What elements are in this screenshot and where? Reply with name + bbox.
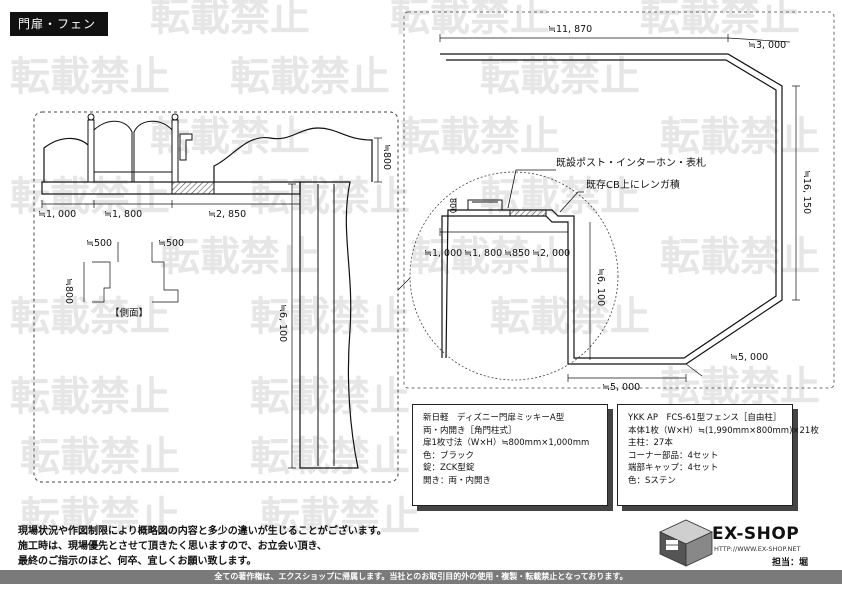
dim-label: ≒1, 800	[464, 248, 502, 259]
watermark-text: 転載禁止	[260, 494, 420, 540]
spec-line: 本体1枚（W×H）≒(1,990mm×800mm)×21枚	[628, 425, 819, 436]
elevation-labels: ≒1, 000 ≒1, 800 ≒2, 850 ≒800 ≒6, 100 ≒50…	[38, 144, 392, 342]
note-line: 最終のご指示のほど、何卒、宜しくお願い致します。	[18, 556, 257, 567]
spec-line: 両・内開き［角門柱式］	[423, 425, 517, 436]
gate-spec-box: 新日軽 ディズニー門扉ミッキーA型 両・内開き［角門柱式］ 扉1枚寸法（W×H）…	[412, 404, 608, 506]
watermark-text: 転載禁止	[640, 0, 800, 40]
watermark-text: 転載禁止	[660, 234, 820, 280]
spec-line: YKK AP FCS-61型フェンス［自由柱］	[628, 413, 782, 423]
plan-view	[397, 11, 835, 389]
watermark-text: 転載禁止	[250, 434, 410, 480]
gate-door-left	[93, 120, 133, 182]
staff-label: 担当：堀	[772, 558, 809, 568]
dim-label: ≒800	[63, 278, 74, 304]
plan-gate	[467, 199, 503, 211]
watermark-text: 転載禁止	[20, 434, 180, 480]
side-wall	[299, 181, 359, 469]
spec-line: 扉1枚寸法（W×H）≒800mm×1,000mm	[423, 438, 590, 448]
watermark-text: 転載禁止	[480, 54, 640, 100]
gate-post-left	[87, 119, 95, 183]
watermark-text: 転載禁止	[410, 234, 570, 280]
watermark-text: 転載禁止	[20, 494, 180, 540]
side-caption: 【側面】	[110, 307, 148, 319]
dim-label: ≒2, 850	[208, 209, 246, 220]
dim-label: ≒500	[86, 238, 112, 249]
watermark-text: 転載禁止	[10, 54, 170, 100]
note-line: 施工時は、現場優先とさせて頂きたく思いますので、お立会い頂き、	[18, 541, 327, 552]
right-fence	[213, 127, 373, 182]
side-section-1	[92, 261, 111, 303]
elevation-view	[33, 111, 399, 483]
watermark-text: 転載禁止	[230, 54, 390, 100]
watermark-text: 転載禁止	[250, 374, 410, 420]
spec-line: 色：Sステン	[628, 475, 676, 486]
gate-post-right	[171, 119, 179, 183]
dim-label: ≒6, 100	[595, 268, 606, 306]
callout-leader-2	[559, 191, 584, 213]
brick-hatch	[171, 181, 215, 195]
dim-label: ≒11, 870	[548, 24, 592, 35]
elevation-dimensions	[41, 137, 382, 469]
plan-dimensions	[439, 34, 800, 382]
mail-post	[179, 133, 193, 161]
callout-brick: 既存CB上にレンガ積	[586, 178, 680, 191]
copyright-footer: 全ての著作権は、エクスショップに帰属します。当社とのお取引目的外の使用・複製・転…	[0, 570, 842, 584]
dim-label: ≒5, 000	[730, 352, 768, 363]
watermark-text: 転載禁止	[400, 114, 560, 160]
watermark-text: 転載禁止	[660, 364, 820, 410]
watermark-layer: 転載禁止 転載禁止 転載禁止 転載禁止 転載禁止 転載禁止 転載禁止 転載禁止 …	[10, 0, 820, 540]
spec-line: 新日軽 ディズニー門扉ミッキーA型	[423, 413, 565, 423]
spec-line: 端部キャップ：4セット	[628, 463, 719, 473]
logo-url: HTTP://WWW.EX-SHOP.NET	[714, 545, 801, 553]
dim-label: ≒800	[381, 144, 392, 170]
dim-label: ≒6, 100	[277, 304, 288, 342]
dim-label: ≒1, 000	[38, 209, 76, 220]
elevation-frame	[33, 111, 399, 483]
watermark-text: 転載禁止	[10, 374, 170, 420]
plan-frame	[403, 11, 835, 389]
gate-finial	[87, 113, 95, 121]
detail-leader	[397, 277, 411, 291]
spec-line: 錠：ZCK型錠	[423, 463, 475, 473]
dim-label: ≒1, 000	[424, 248, 462, 259]
dim-label: ≒1, 800	[104, 209, 142, 220]
watermark-text: 転載禁止	[10, 294, 170, 340]
dim-label: ≒3, 000	[748, 40, 786, 51]
watermark-text: 転載禁止	[160, 234, 320, 280]
dim-label: 800	[448, 198, 457, 213]
note-line: 現場状況や作図制限により概略図の内容と多少の違いが生じることがございます。	[18, 526, 387, 537]
callout-post: 既設ポスト・インターホン・表札	[556, 156, 706, 169]
gate-finial	[171, 113, 179, 121]
watermark-text: 転載禁止	[390, 0, 550, 40]
watermark-text: 転載禁止	[490, 294, 650, 340]
watermark-text: 転載禁止	[250, 294, 410, 340]
dim-label: ≒5, 000	[602, 382, 640, 393]
side-section-2	[152, 261, 179, 303]
spec-line: 開き：両・内開き	[423, 475, 492, 486]
detail-circle	[409, 171, 619, 381]
watermark-text: 転載禁止	[250, 174, 410, 220]
spec-line: コーナー部品：4セット	[628, 450, 719, 461]
section-tag: 門扉・フェンス	[10, 12, 108, 55]
base-wall	[41, 181, 301, 195]
dim-label: ≒2, 000	[532, 248, 570, 259]
logo-name: EX-SHOP	[712, 524, 800, 544]
plan-labels: ≒11, 870 ≒3, 000 ≒16, 150 ≒6, 100 ≒5, 00…	[424, 24, 812, 393]
watermark-text: 転載禁止	[480, 174, 640, 220]
watermark-text: 転載禁止	[150, 0, 310, 40]
watermark-text: 転載禁止	[660, 114, 820, 160]
site-notes: 現場状況や作図制限により概略図の内容と多少の違いが生じることがございます。 施工…	[18, 524, 387, 569]
fence-spec-box: YKK AP FCS-61型フェンス［自由柱］ 本体1枚（W×H）≒(1,990…	[617, 404, 819, 506]
spec-line: 色：ブラック	[423, 450, 475, 461]
dim-label: ≒16, 150	[801, 170, 812, 214]
ex-shop-logo-mark	[659, 519, 713, 567]
plan-brick	[509, 209, 547, 217]
spec-line: 主柱：27本	[628, 438, 673, 448]
dim-label: ≒500	[158, 238, 184, 249]
dim-label: ≒850	[504, 248, 530, 259]
callout-leader-1	[507, 169, 556, 209]
